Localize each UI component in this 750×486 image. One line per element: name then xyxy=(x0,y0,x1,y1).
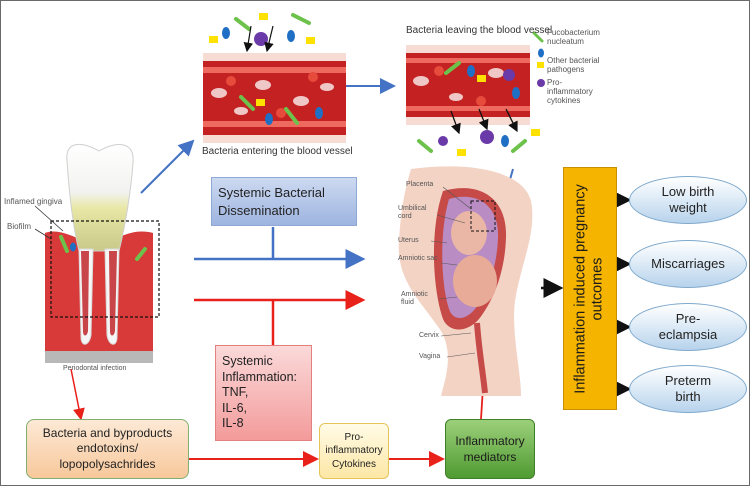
leaving-label: Bacteria leaving the blood vessel xyxy=(406,25,553,36)
outcome-low-birth-weight: Low birth weight xyxy=(629,176,747,224)
mediators-box: Inflammatory mediators xyxy=(445,419,535,479)
outcome-miscarriages: Miscarriages xyxy=(629,240,747,288)
legend-other: Other bacterial pathogens xyxy=(547,56,600,74)
outcome-label: Pre-eclampsia xyxy=(658,310,718,342)
vessel-to-uterus-arrow xyxy=(497,168,514,213)
tooth-to-vessel-arrow xyxy=(140,139,195,194)
periodontal-infection-label: Periodontal infection xyxy=(63,365,127,372)
pro-cytokines-box: Pro-inflammatory Cytokines xyxy=(319,423,389,479)
inflammation-line-1: Systemic xyxy=(222,353,273,368)
systemic-inflammation-box: Systemic Inflammation: TNF, IL-6, IL-8 xyxy=(215,345,312,441)
vagina-label: Vagina xyxy=(419,353,441,360)
tooth-to-byproducts-arrow xyxy=(70,368,85,421)
outcomes-title-text: Inflammation induced pregnancy outcomes xyxy=(572,183,606,394)
amniotic-fluid-label: Amniotic fluid xyxy=(401,291,428,306)
uterus-label: Uterus xyxy=(398,237,419,244)
dissemination-text: Systemic Bacterial Dissemination xyxy=(218,184,325,218)
entering-label: Bacteria entering the blood vessel xyxy=(202,146,353,157)
outcomes-title-box: Inflammation induced pregnancy outcomes xyxy=(563,167,617,410)
biofilm-label: Biofilm xyxy=(7,222,32,231)
legend-cytokines: Pro-inflammatory cytokines xyxy=(547,78,593,105)
byproducts-box: Bacteria and byproducts endotoxins/ lopo… xyxy=(26,419,189,479)
dissemination-box: Systemic Bacterial Dissemination xyxy=(211,177,357,226)
inflamed-gingiva-label: Inflamed gingiva xyxy=(4,197,63,206)
mediators-to-uterus-arrow xyxy=(477,353,492,420)
outcome-preterm-birth: Preterm birth xyxy=(629,365,747,413)
inflammation-line-4: IL-6, xyxy=(222,400,248,415)
mediators-text: Inflammatory mediators xyxy=(455,433,525,464)
outcome-label: Low birth weight xyxy=(661,183,715,215)
legend-fuco: Fucobacterium nucleatum xyxy=(547,28,600,46)
outcome-pre-eclampsia: Pre-eclampsia xyxy=(629,303,747,351)
byproducts-text: Bacteria and byproducts endotoxins/ lopo… xyxy=(42,425,173,471)
amniotic-sac-label: Amniotic sac xyxy=(398,255,438,262)
inflammation-line-5: IL-8 xyxy=(222,416,244,431)
outcome-label: Preterm birth xyxy=(664,372,712,404)
placenta-label: Placenta xyxy=(406,181,434,188)
pro-cytokines-text: Pro-inflammatory Cytokines xyxy=(325,431,383,470)
inflammation-line-2: Inflammation: xyxy=(222,369,298,384)
outcome-label: Miscarriages xyxy=(651,255,725,271)
inflammation-line-3: TNF, xyxy=(222,385,249,400)
cervix-label: Cervix xyxy=(419,332,439,339)
umbilical-label: Umbilical cord xyxy=(398,205,427,220)
